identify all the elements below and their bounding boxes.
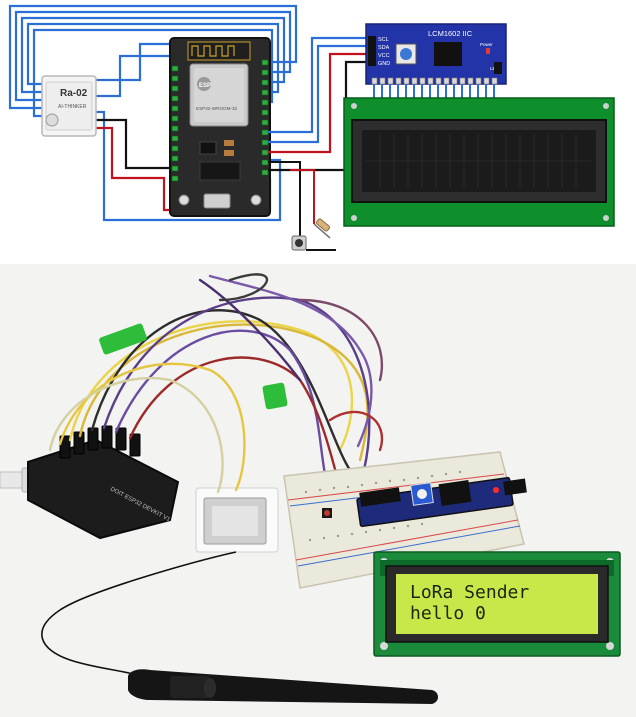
backpack-power-label: Power	[480, 42, 493, 47]
backpack-pin-vcc: VCC	[378, 53, 390, 59]
lora-module-photo	[195, 487, 279, 553]
backpack-title: LCM1602 IIC	[428, 29, 473, 38]
lcd-line-1: LoRa Sender	[410, 582, 529, 603]
build-photo: DOIT ESP32 DEVKIT V1	[0, 264, 636, 717]
cable-tape-1	[99, 323, 147, 355]
i2c-backpack-photo	[356, 476, 527, 528]
lora-ra02-module: Ra-02 AI-THINKER	[41, 75, 97, 137]
wiring-schematic: Ra-02 AI-THINKER ESP ESP32-WROOM-32	[0, 0, 636, 262]
jumper-wires	[48, 273, 384, 494]
antenna	[128, 669, 438, 704]
lcd-line-2: hello 0	[410, 603, 486, 624]
i2c-backpack-lcm1602: LCM1602 IIC SCL SDA VCC GND Power LED	[365, 23, 507, 110]
lcd-display-photo: LoRa Sender hello 0	[373, 551, 621, 657]
lcd-backlit-screen	[396, 574, 598, 634]
antenna-cable	[41, 551, 237, 681]
backpack-pin-labels: SCL SDA VCC GND	[378, 37, 390, 67]
backpack-pin-gnd: GND	[378, 61, 390, 67]
esp32-board-photo: DOIT ESP32 DEVKIT V1	[27, 425, 180, 540]
cable-tape-2	[262, 382, 288, 410]
esp32-devkit-board: ESP ESP32-WROOM-32	[169, 37, 271, 217]
backpack-pin-scl: SCL	[378, 37, 389, 43]
push-button-circuit	[268, 161, 336, 251]
lcd-1602-module	[343, 97, 615, 227]
esp-brand-logo: ESP	[199, 83, 211, 89]
lora-module-brand: AI-THINKER	[58, 104, 87, 110]
backpack-pin-sda: SDA	[378, 45, 390, 51]
lcd-character-grid	[366, 134, 592, 188]
esp-chip-label: ESP32-WROOM-32	[196, 106, 238, 111]
lora-module-label: Ra-02	[60, 88, 88, 99]
